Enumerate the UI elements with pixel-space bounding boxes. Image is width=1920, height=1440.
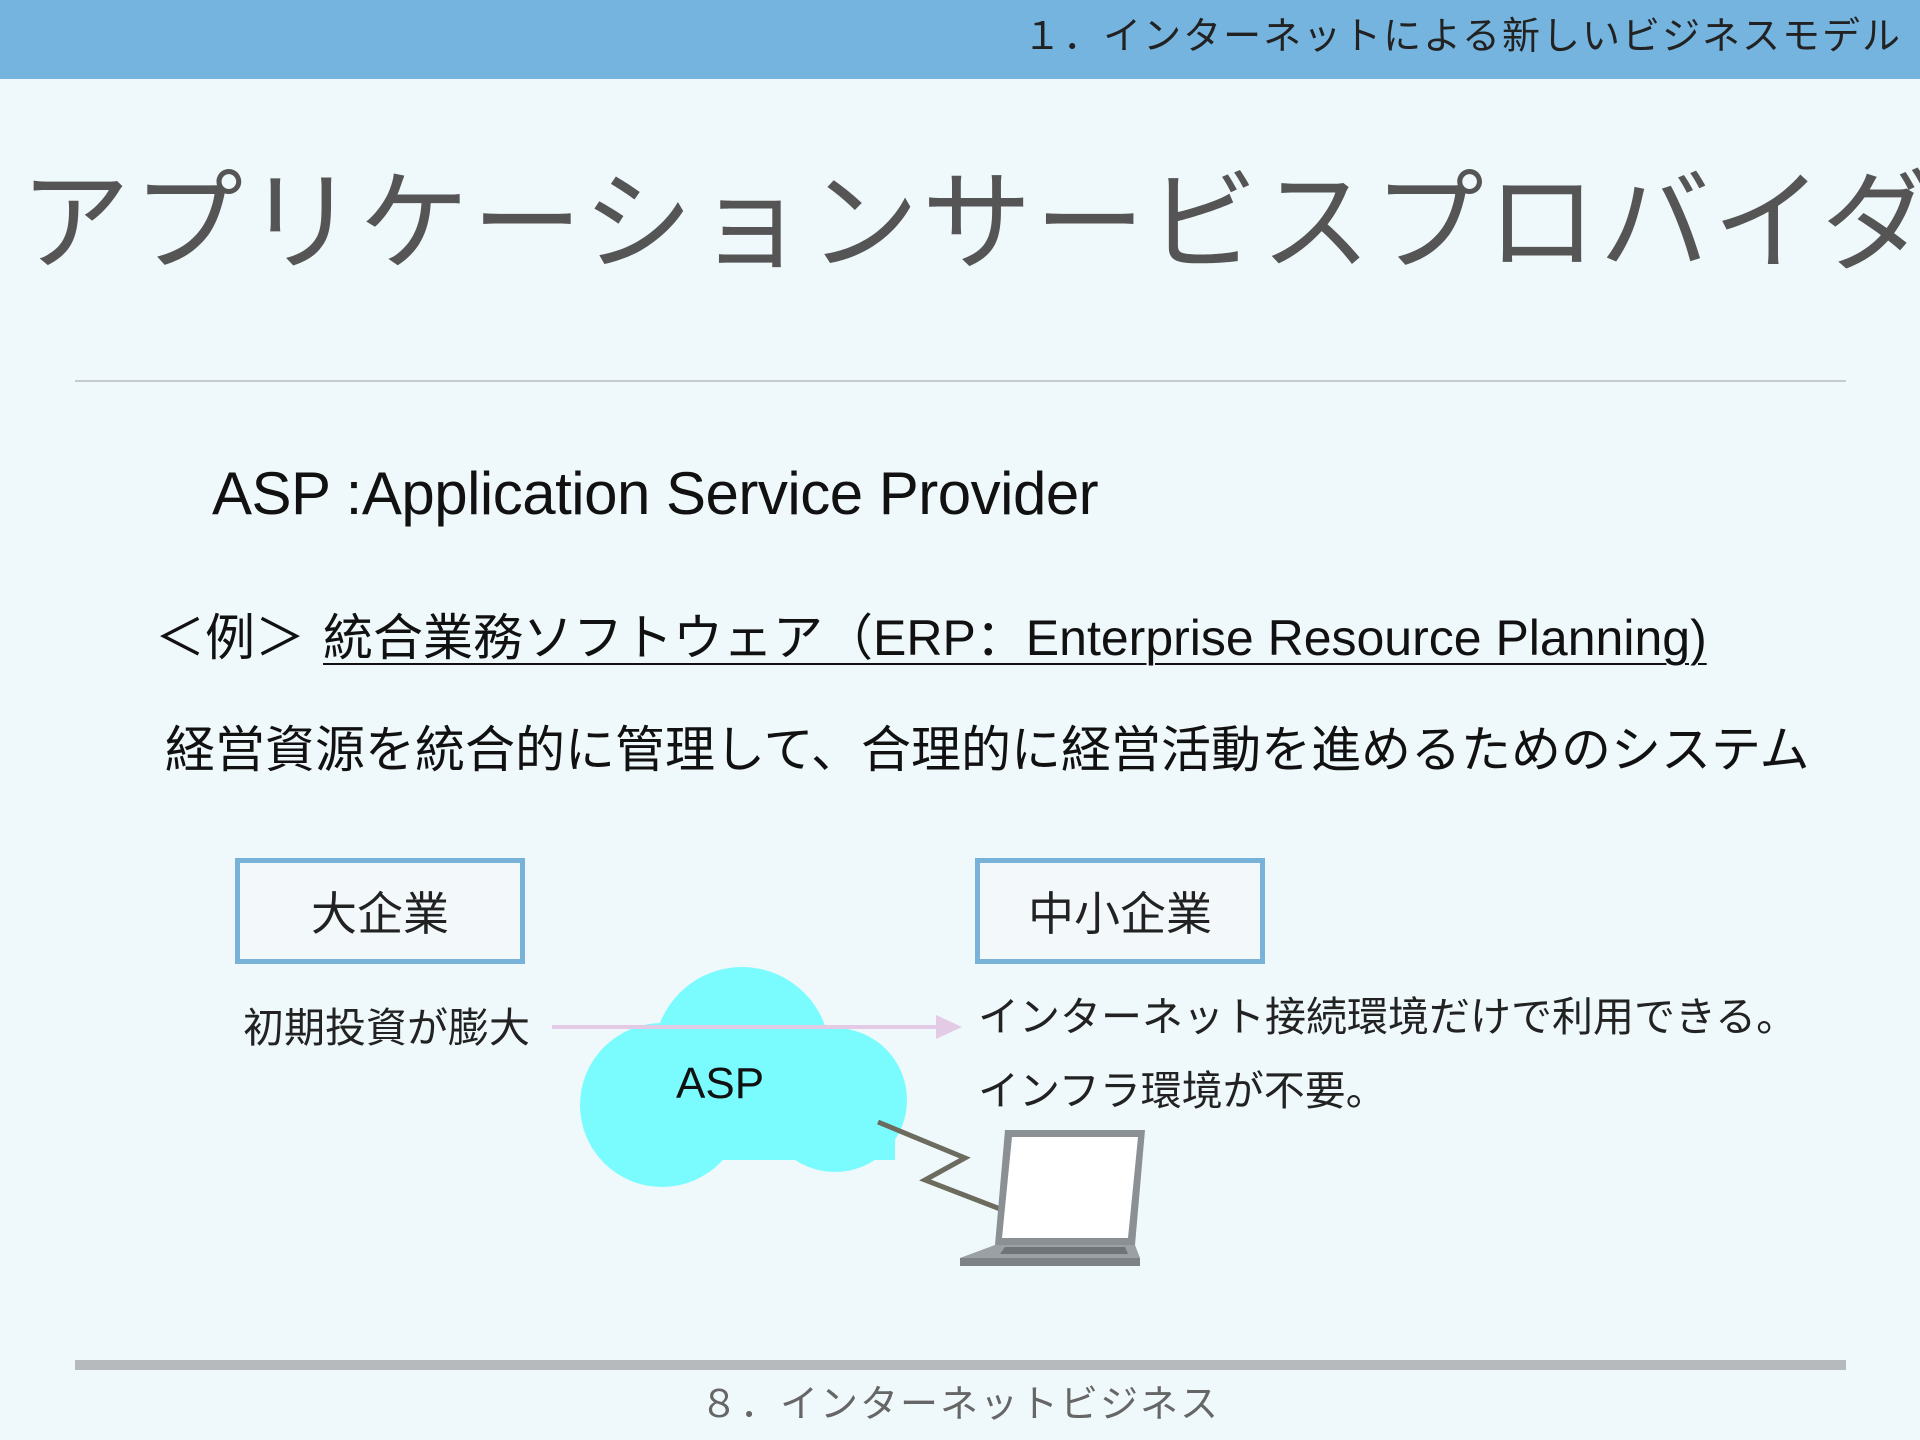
- cloud-label: ASP: [676, 1059, 765, 1108]
- initial-investment-note: 初期投資が膨大: [243, 1004, 530, 1052]
- example-line: ＜例＞ 統合業務ソフトウェア（ERP：Enterprise Resource Pl…: [155, 606, 1707, 670]
- footer-divider: [75, 1360, 1846, 1370]
- slide-title: アプリケーションサービスプロバイダ: [20, 159, 1920, 287]
- title-divider: [75, 380, 1846, 382]
- laptop-icon: [960, 1130, 1145, 1266]
- section-title: １．インターネットによる新しいビジネスモデル: [1023, 14, 1902, 58]
- arrow-icon: [552, 1015, 962, 1039]
- footer-text: ８．インターネットビジネス: [699, 1382, 1220, 1426]
- slide-subtitle: ASP :Application Service Provider: [212, 460, 1099, 527]
- example-text: 統合業務ソフトウェア（ERP：Enterprise Resource Plann…: [323, 610, 1707, 666]
- connection-line: [877, 1119, 1009, 1215]
- benefit-notes: インターネット接続環境だけで利用できる。 インフラ環境が不要。: [978, 980, 1797, 1128]
- header-bar: [0, 0, 1920, 79]
- benefit-note-2: インフラ環境が不要。: [978, 1067, 1387, 1115]
- example-label: ＜例＞: [155, 609, 305, 667]
- description-text: 経営資源を統合的に管理して、合理的に経営活動を進めるためのシステム: [165, 721, 1810, 779]
- benefit-note-1: インターネット接続環境だけで利用できる。: [978, 993, 1798, 1041]
- smb-box: 中小企業: [975, 858, 1265, 964]
- large-enterprise-box: 大企業: [235, 858, 525, 964]
